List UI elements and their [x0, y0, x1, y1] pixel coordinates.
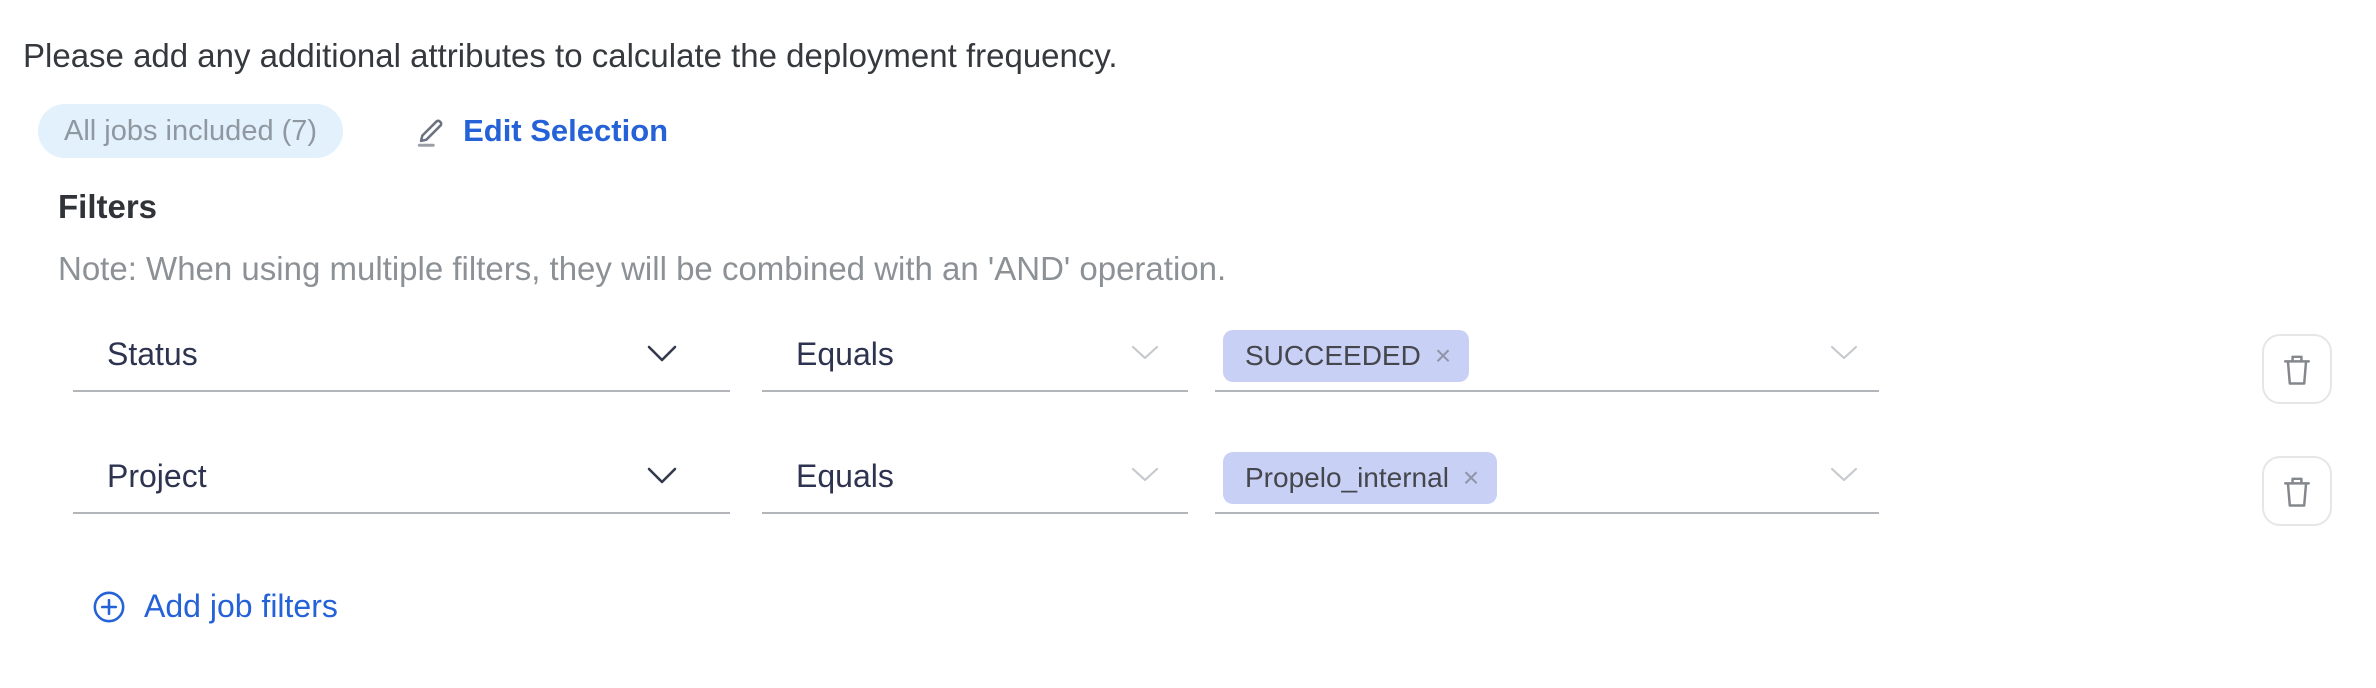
- trash-icon: [2280, 351, 2314, 387]
- attribute-select[interactable]: Project: [73, 444, 730, 514]
- add-job-filters-button[interactable]: Add job filters: [92, 588, 338, 625]
- filter-row: Status Equals SUCCEEDED ×: [73, 322, 2332, 404]
- delete-filter-button[interactable]: [2262, 334, 2332, 404]
- value-tag-label: SUCCEEDED: [1245, 340, 1421, 371]
- edit-selection-label: Edit Selection: [463, 113, 669, 148]
- intro-text: Please add any additional attributes to …: [23, 37, 1118, 74]
- jobs-included-badge: All jobs included (7): [38, 104, 344, 158]
- filters-heading: Filters: [58, 188, 158, 225]
- operator-select[interactable]: Equals: [762, 322, 1188, 392]
- chevron-down-icon: [1829, 466, 1859, 484]
- trash-icon: [2280, 473, 2314, 509]
- filters-note: Note: When using multiple filters, they …: [58, 250, 1227, 287]
- plus-circle-icon: [92, 590, 126, 624]
- jobs-summary-row: All jobs included (7) Edit Selection: [38, 104, 2376, 158]
- value-select[interactable]: Propelo_internal ×: [1215, 444, 1879, 514]
- add-job-filters-label: Add job filters: [144, 588, 338, 624]
- operator-select-value: Equals: [796, 458, 894, 494]
- chevron-down-icon: [1829, 344, 1859, 362]
- edit-selection-button[interactable]: Edit Selection: [413, 113, 668, 149]
- delete-filter-button[interactable]: [2262, 456, 2332, 526]
- value-tag-label: Propelo_internal: [1245, 462, 1449, 493]
- value-tag: SUCCEEDED ×: [1223, 330, 1470, 382]
- filter-row: Project Equals Propelo_internal ×: [73, 444, 2332, 526]
- value-select[interactable]: SUCCEEDED ×: [1215, 322, 1879, 392]
- attribute-select[interactable]: Status: [73, 322, 730, 392]
- chevron-down-icon: [1130, 344, 1160, 362]
- pencil-icon: [413, 113, 449, 149]
- remove-tag-icon[interactable]: ×: [1462, 462, 1480, 493]
- chevron-down-icon: [646, 344, 678, 364]
- operator-select-value: Equals: [796, 336, 894, 372]
- value-tag: Propelo_internal ×: [1223, 452, 1498, 504]
- attribute-select-value: Project: [107, 458, 207, 494]
- attribute-select-value: Status: [107, 336, 198, 372]
- chevron-down-icon: [646, 466, 678, 486]
- operator-select[interactable]: Equals: [762, 444, 1188, 514]
- chevron-down-icon: [1130, 466, 1160, 484]
- remove-tag-icon[interactable]: ×: [1434, 340, 1452, 371]
